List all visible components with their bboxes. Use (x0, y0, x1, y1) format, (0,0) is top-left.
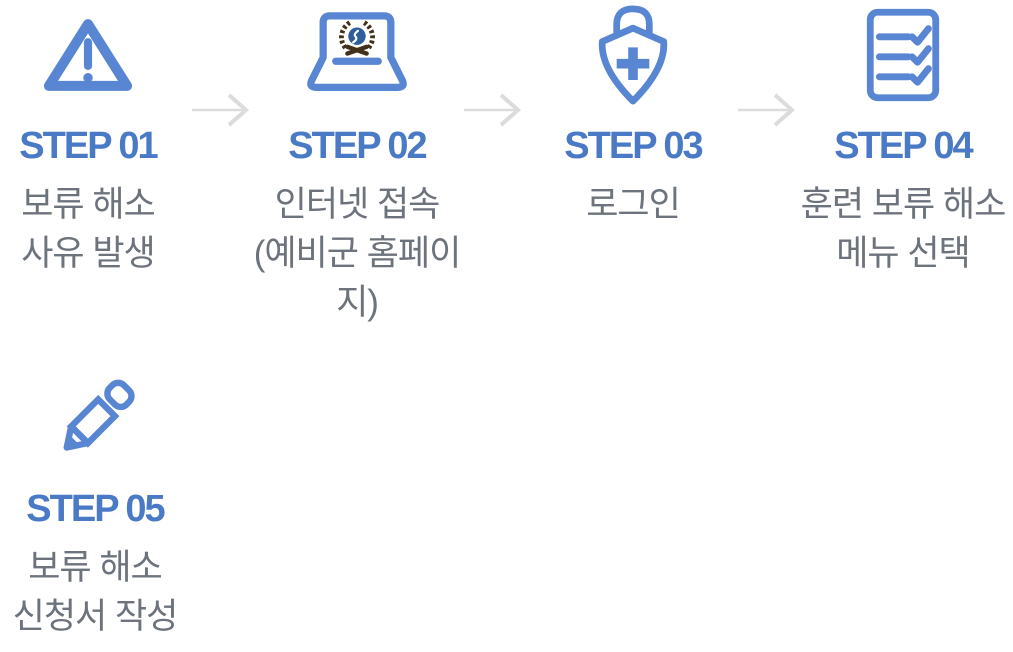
flow-arrow-icon (464, 93, 522, 127)
warning-triangle-icon (43, 19, 133, 91)
step-icon (793, 0, 1013, 110)
step-desc: 인터넷 접속 (예비군 홈페이지) (253, 185, 462, 322)
step-label: STEP 05 (26, 488, 165, 530)
step-desc: 훈련 보류 해소 메뉴 선택 (800, 185, 1007, 273)
step-label: STEP 02 (288, 125, 427, 167)
pencil-icon (63, 379, 135, 451)
step-label: STEP 01 (19, 125, 158, 167)
step-desc: 보류 해소 신청서 작성 (12, 548, 179, 636)
step-icon (0, 363, 190, 473)
flow-arrow-icon (738, 93, 796, 127)
shield-lock-icon (598, 5, 668, 105)
step-desc: 로그인 (586, 185, 681, 224)
step-label: STEP 04 (834, 125, 973, 167)
step-icon (523, 0, 743, 110)
step-desc: 보류 해소 사유 발생 (21, 185, 156, 273)
step-label: STEP 03 (564, 125, 703, 167)
step-icon (242, 0, 472, 110)
step-item-1: STEP 01 보류 해소 사유 발생 (0, 0, 176, 278)
step-item-4: STEP 04 훈련 보류 해소 메뉴 선택 (793, 0, 1013, 278)
checklist-icon (866, 8, 940, 102)
step-icon (0, 0, 176, 110)
step-item-3: STEP 03 로그인 (523, 0, 743, 229)
step-item-5: STEP 05 보류 해소 신청서 작성 (0, 363, 190, 641)
step-item-2: STEP 02 인터넷 접속 (예비군 홈페이지) (242, 0, 472, 327)
flow-arrow-icon (192, 93, 250, 127)
laptop-homepage-icon (307, 12, 407, 92)
